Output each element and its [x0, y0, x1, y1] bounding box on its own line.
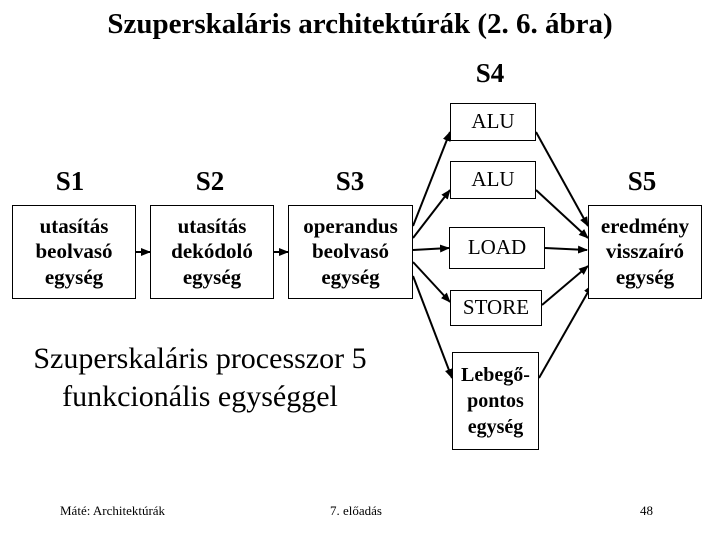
arrow-s3-alu1 [412, 131, 451, 227]
stage-header-s4: S4 [475, 58, 505, 88]
arrow-s3-load [412, 244, 450, 253]
stage-label-s1: utasítás beolvasó egység [35, 214, 113, 289]
unit-label: STORE [462, 295, 530, 320]
unit-store: STORE [450, 290, 542, 326]
arrow-load-s5 [544, 245, 588, 254]
arrow-alu2-s5 [535, 189, 589, 239]
slide-title: Szuperskaláris architektúrák (2. 6. ábra… [107, 8, 613, 40]
footer-page-number: 48 [640, 503, 653, 518]
diagram-caption: Szuperskaláris processzor 5 funkcionális… [33, 342, 367, 413]
stage-box-s5: eredmény visszaíró egység [588, 205, 702, 299]
unit-label: ALU [471, 167, 515, 192]
unit-alu-1: ALU [450, 103, 536, 141]
unit-alu-2: ALU [450, 161, 536, 199]
unit-load: LOAD [449, 227, 545, 269]
unit-label: LOAD [467, 235, 527, 260]
unit-label: Lebegő- pontos egység [461, 364, 530, 438]
stage-label-s5: eredmény visszaíró egység [600, 214, 690, 289]
stage-box-s2: utasítás dekódoló egység [150, 205, 274, 299]
stage-header-s5: S5 [627, 166, 657, 196]
arrow-store-s5 [541, 265, 589, 306]
arrow-s3-float [412, 275, 453, 379]
arrow-s3-alu2 [412, 189, 451, 239]
arrow-s3-store [412, 261, 451, 303]
stage-header-s1: S1 [55, 166, 85, 196]
stage-box-s1: utasítás beolvasó egység [12, 205, 136, 299]
arrow-alu1-s5 [535, 131, 589, 227]
arrow-float-s5 [538, 284, 593, 379]
stage-box-s3: operandus beolvasó egység [288, 205, 413, 299]
stage-header-s3: S3 [335, 166, 365, 196]
stage-header-s2: S2 [195, 166, 225, 196]
stage-label-s2: utasítás dekódoló egység [171, 214, 253, 289]
unit-label: ALU [471, 109, 515, 134]
footer-author: Máté: Architektúrák [60, 503, 166, 518]
footer-lecture: 7. előadás [330, 503, 382, 518]
stage-label-s3: operandus beolvasó egység [303, 214, 398, 289]
unit-floating-point: Lebegő- pontos egység [452, 352, 539, 450]
